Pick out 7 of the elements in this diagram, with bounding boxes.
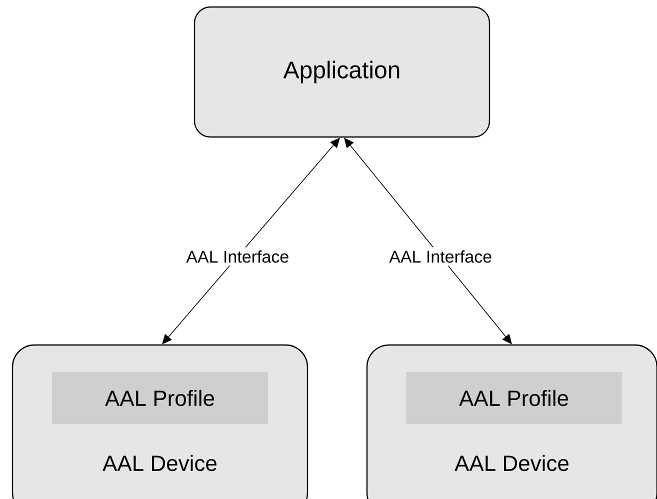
edge-label: AAL Interface: [389, 250, 492, 263]
label-box: AAL Profile: [406, 372, 622, 424]
process-box: Application: [194, 6, 490, 138]
arrow: [344, 138, 512, 344]
arrow: [162, 138, 340, 344]
edge-label: AAL Interface: [186, 250, 288, 263]
label-box: AAL Profile: [52, 372, 268, 424]
